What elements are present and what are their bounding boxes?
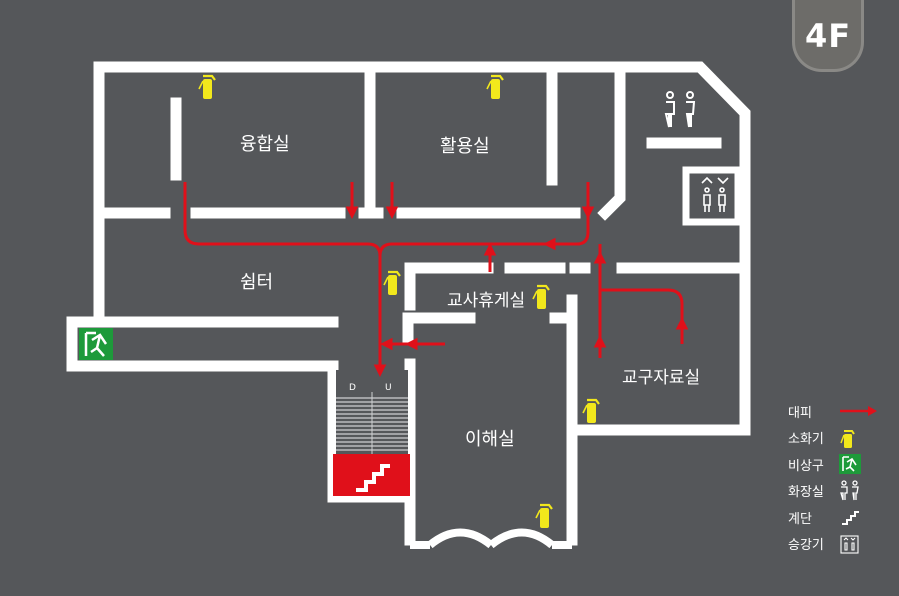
extinguisher-group [198, 74, 600, 528]
extinguisher-icon [535, 503, 553, 528]
extinguisher-icon [838, 427, 878, 449]
extinguisher-icon [532, 284, 550, 309]
stair-icon [356, 464, 390, 492]
stair-highlight [333, 454, 410, 496]
legend-row-extinguisher: 소화기 [788, 425, 888, 452]
extinguisher-icon [383, 270, 401, 295]
room-label-understanding: 이해실 [465, 429, 515, 450]
bay-windows [410, 528, 572, 549]
extinguisher-icon [486, 74, 504, 99]
room-label-fusion: 융합실 [240, 134, 290, 155]
legend-label-extinguisher: 소화기 [788, 432, 824, 448]
stairs-down-label: D [349, 383, 356, 393]
room-label-shelter: 쉼터 [240, 272, 274, 293]
legend-row-exit: 비상구 [788, 451, 888, 478]
legend-label-evacuation: 대피 [788, 405, 812, 421]
legend-row-elevator: 승강기 [788, 531, 888, 558]
stairs-legend-icon [838, 506, 878, 528]
room-label-utility: 활용실 [440, 136, 490, 157]
legend: 대피 소화기 비상구 화장실 계단 승강기 [788, 398, 888, 557]
elevator-legend-icon [838, 533, 878, 555]
extinguisher-icon [198, 74, 216, 99]
legend-row-restroom: 화장실 [788, 478, 888, 505]
legend-label-elevator: 승강기 [788, 538, 824, 554]
elevator-icon [701, 176, 729, 212]
room-label-teacher-lounge: 교사휴게실 [447, 291, 526, 311]
restroom-icon [664, 91, 696, 128]
legend-row-evacuation: 대피 [788, 398, 888, 425]
stairs-up-label: U [385, 383, 392, 393]
legend-label-stairs: 계단 [788, 511, 812, 527]
legend-label-restroom: 화장실 [788, 485, 824, 501]
staircase: D U [333, 370, 410, 496]
extinguisher-icon [582, 398, 600, 423]
restroom-legend-icon [838, 480, 878, 502]
legend-label-exit: 비상구 [788, 458, 824, 474]
floor-label: 4F [804, 17, 852, 55]
evacuation-arrow-icon [838, 400, 878, 422]
walls [66, 61, 751, 546]
exit-sign-icon [79, 328, 113, 360]
legend-row-stairs: 계단 [788, 504, 888, 531]
floor-badge: 4F [792, 0, 864, 72]
evacuation-routes [183, 182, 689, 378]
exit-icon [838, 453, 878, 475]
room-label-materials: 교구자료실 [622, 368, 701, 388]
